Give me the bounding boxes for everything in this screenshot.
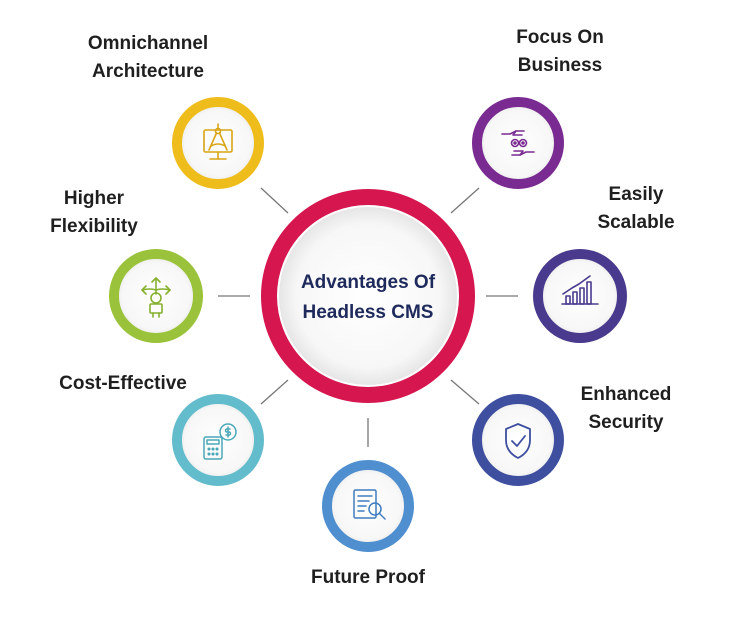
node-future <box>322 460 414 552</box>
node-ring <box>109 249 203 343</box>
node-ring <box>472 394 564 486</box>
label-line2: Business <box>517 55 603 76</box>
label-line1: Cost-Effective <box>59 373 187 394</box>
drafting-compass-icon <box>203 123 233 160</box>
node-cost <box>172 394 264 486</box>
connector-security <box>450 379 480 405</box>
label-line2: Flexibility <box>50 216 138 237</box>
center-title-line1: Advantages Of <box>300 272 436 293</box>
node-ring <box>322 460 414 552</box>
label-security: Enhanced Security <box>546 381 706 437</box>
label-omnichannel: Omnichannel Architecture <box>68 30 228 86</box>
shield-check-icon <box>505 423 531 459</box>
label-line1: Easily <box>608 184 664 205</box>
connector-focus <box>450 187 480 214</box>
label-line1: Enhanced <box>580 384 672 405</box>
center-inner <box>279 207 457 385</box>
node-ring <box>172 97 264 189</box>
calculator-coin-icon <box>203 423 237 460</box>
label-future: Future Proof <box>288 564 448 592</box>
label-scalable: Easily Scalable <box>556 181 716 237</box>
center-title: Advantages Of Headless CMS <box>268 268 468 328</box>
bar-chart-icon <box>561 275 599 305</box>
label-line2: Scalable <box>597 212 675 233</box>
label-focus: Focus On Business <box>480 24 640 80</box>
connector-omnichannel <box>260 187 289 214</box>
label-line2: Architecture <box>92 61 204 82</box>
label-line1: Omnichannel <box>87 33 209 54</box>
flexible-arrows-icon <box>141 277 171 318</box>
center-ring <box>261 189 475 403</box>
node-security <box>472 394 564 486</box>
node-omnichannel <box>172 97 264 189</box>
connector-cost <box>260 379 289 405</box>
label-flexibility: Higher Flexibility <box>14 185 174 241</box>
label-line1: Higher <box>63 188 125 209</box>
center-node <box>260 188 476 404</box>
label-line1: Future Proof <box>311 567 425 588</box>
hands-gears-icon <box>501 130 535 156</box>
connectors <box>218 187 518 447</box>
center-title-line2: Headless CMS <box>302 302 434 323</box>
document-search-icon <box>353 489 386 520</box>
label-line2: Security <box>588 412 664 433</box>
node-focus <box>472 97 564 189</box>
node-flexibility <box>109 249 203 343</box>
label-cost: Cost-Effective <box>38 370 208 398</box>
node-scalable <box>533 249 627 343</box>
label-line1: Focus On <box>516 27 604 48</box>
